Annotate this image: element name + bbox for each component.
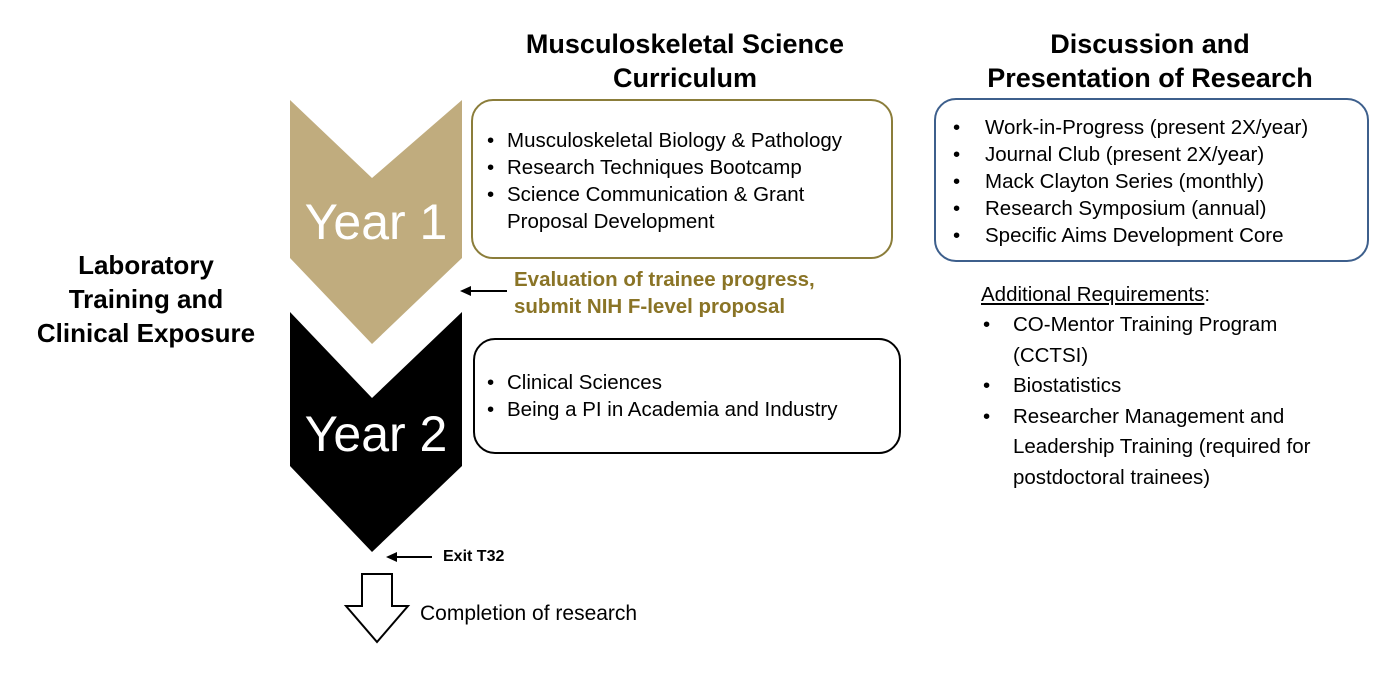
discussion-heading: Discussion and Presentation of Research <box>960 27 1340 95</box>
discussion-item: Journal Club (present 2X/year) <box>953 141 1308 168</box>
requirement-item: Biostatistics <box>983 371 1310 402</box>
discussion-box: Work-in-Progress (present 2X/year) Journ… <box>934 98 1369 262</box>
requirement-item: CO-Mentor Training Program (CCTSI) <box>983 310 1310 371</box>
discussion-heading-line-2: Presentation of Research <box>987 63 1313 93</box>
evaluation-arrow <box>460 286 507 296</box>
evaluation-line-2: submit NIH F-level proposal <box>514 295 786 318</box>
curriculum-heading-line-1: Musculoskeletal Science <box>525 29 845 59</box>
requirement-item: Researcher Management and Leadership Tra… <box>983 402 1311 494</box>
curriculum-heading: Musculoskeletal Science Curriculum <box>500 27 870 95</box>
year-1-label: Year 1 <box>304 194 448 250</box>
requirement-line: postdoctoral trainees) <box>1013 465 1211 489</box>
year-2-chevron <box>290 312 462 552</box>
evaluation-line-1: Evaluation of trainee progress, <box>514 268 815 291</box>
additional-requirements-heading: Additional Requirements <box>981 283 1205 306</box>
lab-training-line-3: Clinical Exposure <box>36 318 256 348</box>
evaluation-text: Evaluation of trainee progress, submit N… <box>514 266 815 320</box>
year-2-item: Being a PI in Academia and Industry <box>487 396 838 423</box>
year-2-item: Clinical Sciences <box>487 369 837 396</box>
curriculum-heading-line-2: Curriculum <box>612 63 758 93</box>
additional-requirements-list: CO-Mentor Training Program (CCTSI) Biost… <box>983 310 1311 494</box>
exit-arrow <box>386 552 432 562</box>
year-1-item: Research Techniques Bootcamp <box>487 154 842 181</box>
year-1-curriculum-box: Musculoskeletal Biology & Pathology Rese… <box>471 99 893 259</box>
lab-training-line-1: Laboratory <box>78 250 214 280</box>
completion-down-arrow <box>343 573 411 644</box>
year-2-curriculum-box: Clinical Sciences Being a PI in Academia… <box>473 338 901 454</box>
requirement-line: CO-Mentor Training Program <box>1013 313 1278 336</box>
exit-t32-label: Exit T32 <box>443 548 505 565</box>
year-1-chevron <box>290 100 462 344</box>
requirement-line: Biostatistics <box>1013 374 1122 397</box>
lab-training-label: Laboratory Training and Clinical Exposur… <box>20 248 272 350</box>
year-2-label: Year 2 <box>304 406 448 462</box>
lab-training-line-2: Training and <box>68 284 224 314</box>
discussion-item: Research Symposium (annual) <box>953 195 1308 222</box>
year-1-item: Science Communication & Grant <box>487 181 842 208</box>
discussion-heading-line-1: Discussion and <box>1050 29 1250 59</box>
completion-label: Completion of research <box>420 602 638 625</box>
year-1-item-continuation: Proposal Development <box>507 210 715 233</box>
additional-requirements-title: Additional Requirements: <box>981 281 1210 308</box>
discussion-item: Mack Clayton Series (monthly) <box>953 168 1308 195</box>
requirement-line: Researcher Management and <box>1013 404 1285 428</box>
requirement-line: (CCTSI) <box>1013 343 1089 367</box>
requirement-line: Leadership Training (required for <box>1013 435 1311 458</box>
additional-requirements-colon: : <box>1204 283 1211 306</box>
discussion-item: Work-in-Progress (present 2X/year) <box>953 114 1308 141</box>
discussion-item: Specific Aims Development Core <box>953 222 1308 249</box>
year-1-item: Musculoskeletal Biology & Pathology <box>487 127 842 154</box>
